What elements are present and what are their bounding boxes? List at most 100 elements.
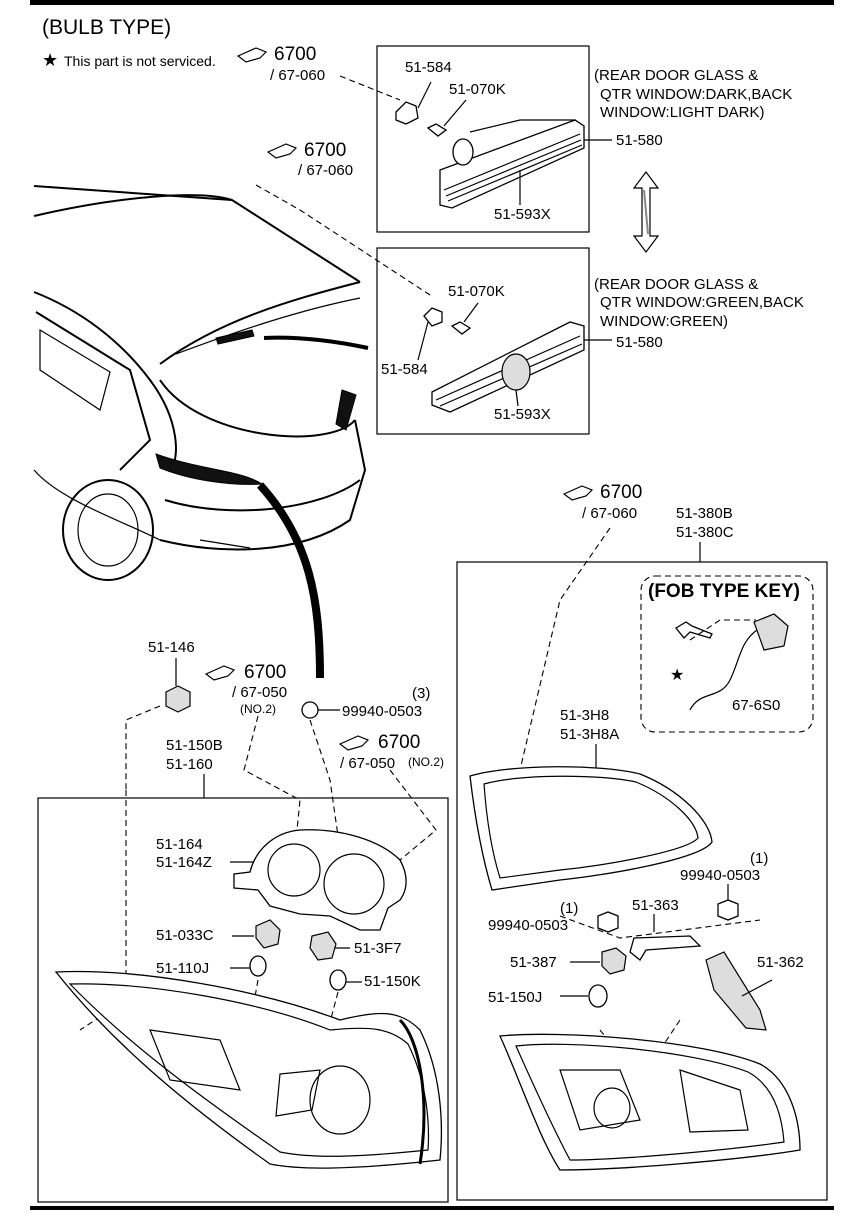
not-serviced-note: This part is not serviced. xyxy=(64,53,216,69)
part-label-51-3F7[interactable]: 51-3F7 xyxy=(354,940,402,957)
rear-combination-lamp-left xyxy=(54,970,443,1169)
part-label-51-584[interactable]: 51-584 xyxy=(381,361,428,378)
top-border xyxy=(30,0,834,5)
ref-sub: / 67-050 xyxy=(340,755,395,772)
part-label-51-150K[interactable]: 51-150K xyxy=(364,973,421,990)
part-label-51-593X[interactable]: 51-593X xyxy=(494,206,551,223)
part-label-51-580[interactable]: 51-580 xyxy=(616,132,663,149)
gasket-51-164 xyxy=(233,829,407,931)
lamp-51-070K xyxy=(450,321,472,335)
bulb-51-110J xyxy=(249,955,267,977)
nut-qty-label: (1) xyxy=(750,850,768,867)
pointer-hand-icon xyxy=(562,485,594,501)
socket-51-387 xyxy=(601,947,627,975)
bulb-51-584 xyxy=(423,307,443,327)
lamp-box-dark xyxy=(376,45,590,233)
ref-code: 6700 xyxy=(304,140,346,161)
part-label-51-387[interactable]: 51-387 xyxy=(510,954,557,971)
quarter-glass-gasket xyxy=(469,766,713,891)
variant-note-line1: (REAR DOOR GLASS & xyxy=(594,276,758,293)
ref-sub: / 67-060 xyxy=(270,67,325,84)
part-label-51-146[interactable]: 51-146 xyxy=(148,639,195,656)
pointer-hand-icon xyxy=(266,143,298,159)
alternative-arrow xyxy=(632,171,660,253)
grommet-51-146 xyxy=(165,685,191,713)
tail-lamp-left xyxy=(155,453,264,485)
ref-note: (NO.2) xyxy=(408,755,444,769)
part-label-51-593X[interactable]: 51-593X xyxy=(494,406,551,423)
switch-harness xyxy=(689,627,761,711)
bracket-51-363 xyxy=(629,935,702,961)
variant-note-line2: QTR WINDOW:GREEN,BACK xyxy=(600,294,804,311)
ref-note: (NO.2) xyxy=(240,702,276,716)
bulb-51-150J xyxy=(588,984,608,1008)
part-label-51-150B[interactable]: 51-150B xyxy=(166,737,223,754)
rear-wheel xyxy=(62,479,154,581)
vehicle-rear-view xyxy=(33,185,369,679)
part-label-51-110J[interactable]: 51-110J xyxy=(156,960,209,977)
bulb-51-150K xyxy=(329,969,347,991)
variant-note-line1: (REAR DOOR GLASS & xyxy=(594,67,758,84)
part-label-51-164[interactable]: 51-164 xyxy=(156,836,203,853)
nut-qty-label: (1) xyxy=(560,900,578,917)
callout-curve-top xyxy=(263,335,369,350)
ref-sub: / 67-050 xyxy=(232,684,287,701)
part-label-51-580[interactable]: 51-580 xyxy=(616,334,663,351)
part-label-51-584[interactable]: 51-584 xyxy=(405,59,452,76)
part-label-51-033C[interactable]: 51-033C xyxy=(156,927,214,944)
star-icon: ★ xyxy=(42,50,58,70)
part-label-99940-0503[interactable]: 99940-0503 xyxy=(680,867,760,884)
switch-body xyxy=(753,613,789,651)
ref-6700-a[interactable]: 6700 / 67-060 xyxy=(236,44,325,84)
fob-type-key-title: (FOB TYPE KEY) xyxy=(648,581,800,602)
socket-51-033C xyxy=(255,919,281,949)
fob-type-key-box xyxy=(640,575,814,733)
part-label-99940-0503[interactable]: 99940-0503 xyxy=(342,703,422,720)
ref-code: 6700 xyxy=(244,662,286,683)
rear-combination-lamp-right xyxy=(499,1033,801,1171)
nut-icon xyxy=(597,911,619,933)
star-icon: ★ xyxy=(670,667,684,684)
part-label-67-6S0[interactable]: 67-6S0 xyxy=(732,697,780,714)
bulb-socket xyxy=(452,138,474,166)
part-label-51-070K[interactable]: 51-070K xyxy=(448,283,505,300)
part-label-51-160[interactable]: 51-160 xyxy=(166,756,213,773)
screw-icon xyxy=(675,621,713,639)
pointer-hand-icon xyxy=(204,665,236,681)
part-label-51-380C[interactable]: 51-380C xyxy=(676,524,734,541)
bottom-border xyxy=(30,1206,834,1210)
part-label-99940-0503[interactable]: 99940-0503 xyxy=(488,917,568,934)
ref-code: 6700 xyxy=(378,732,420,753)
part-label-51-150J[interactable]: 51-150J xyxy=(488,989,542,1006)
ref-code: 6700 xyxy=(274,44,316,65)
diagram-title: (BULB TYPE) xyxy=(42,16,171,39)
nut-icon xyxy=(717,899,739,921)
nut-qty-label: (3) xyxy=(412,685,430,702)
left-assembly-box xyxy=(37,797,449,1203)
pointer-hand-icon xyxy=(338,735,370,751)
variant-note-line3: WINDOW:GREEN) xyxy=(600,313,728,330)
ref-6700-d[interactable]: 6700 / 67-050 (NO.2) xyxy=(204,662,287,716)
variant-note-line2: QTR WINDOW:DARK,BACK xyxy=(600,86,792,103)
part-label-51-363[interactable]: 51-363 xyxy=(632,897,679,914)
ref-6700-b[interactable]: 6700 / 67-060 xyxy=(266,140,353,179)
part-label-51-3H8A[interactable]: 51-3H8A xyxy=(560,726,619,743)
ref-sub: / 67-060 xyxy=(298,162,353,179)
ref-6700-c[interactable]: 6700 / 67-060 xyxy=(562,482,642,522)
variant-note-line3: WINDOW:LIGHT DARK) xyxy=(600,104,764,121)
part-label-51-070K[interactable]: 51-070K xyxy=(449,81,506,98)
ref-6700-e[interactable]: 6700 / 67-050 (NO.2) xyxy=(338,732,444,772)
high-mount-lamp xyxy=(215,329,255,345)
part-label-51-362[interactable]: 51-362 xyxy=(757,954,804,971)
right-assembly-box xyxy=(456,561,828,1201)
tail-lamp-right xyxy=(335,389,357,431)
part-label-51-3H8[interactable]: 51-3H8 xyxy=(560,707,609,724)
lamp-51-070K xyxy=(426,123,448,137)
part-label-51-164Z[interactable]: 51-164Z xyxy=(156,854,212,871)
part-label-51-380B[interactable]: 51-380B xyxy=(676,505,733,522)
lamp-box-green xyxy=(376,247,590,435)
pointer-hand-icon xyxy=(236,47,268,63)
callout-curve xyxy=(257,482,324,679)
bulb-51-584 xyxy=(395,101,419,125)
